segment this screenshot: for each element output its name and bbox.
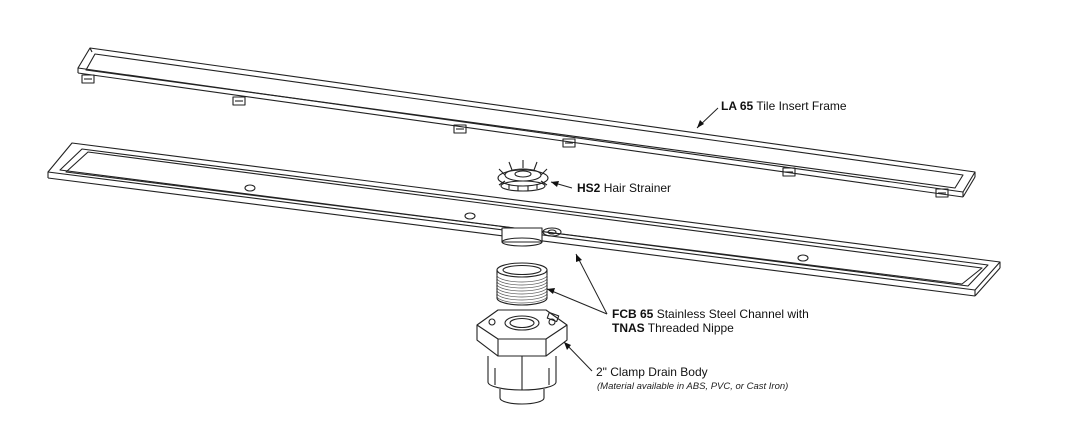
frame-clip [81,74,95,84]
label-hair-strainer: HS2 Hair Strainer [577,181,671,195]
strainer-text: Hair Strainer [603,181,672,195]
tile-insert-frame [77,47,976,198]
hair-strainer [497,160,549,192]
threaded-nipple [496,262,548,306]
frame-clip [562,138,576,148]
frame-clip [453,124,467,134]
channel-text: Stainless Steel Channel with [656,307,809,321]
frame-clip [232,96,246,106]
label-tile-insert-frame: LA 65 Tile Insert Frame [721,99,847,113]
label-drain-body: 2" Clamp Drain Body [596,365,708,379]
stainless-steel-channel [47,142,1001,297]
strainer-code: HS2 [577,181,601,195]
leader-nipple [546,288,608,315]
label-nipple: TNAS Threaded Nippe [612,321,734,335]
frame-clip [782,167,796,177]
frame-clip [935,188,949,198]
nipple-code: TNAS [612,321,645,335]
frame-code: LA 65 [721,99,754,113]
label-drain-note: (Material available in ABS, PVC, or Cast… [597,381,789,392]
label-channel: FCB 65 Stainless Steel Channel with [612,307,809,321]
frame-text: Tile Insert Frame [756,99,847,113]
nipple-text: Threaded Nippe [647,321,734,335]
clamp-drain-body [476,309,568,405]
channel-code: FCB 65 [612,307,654,321]
leader-channel [575,253,608,315]
